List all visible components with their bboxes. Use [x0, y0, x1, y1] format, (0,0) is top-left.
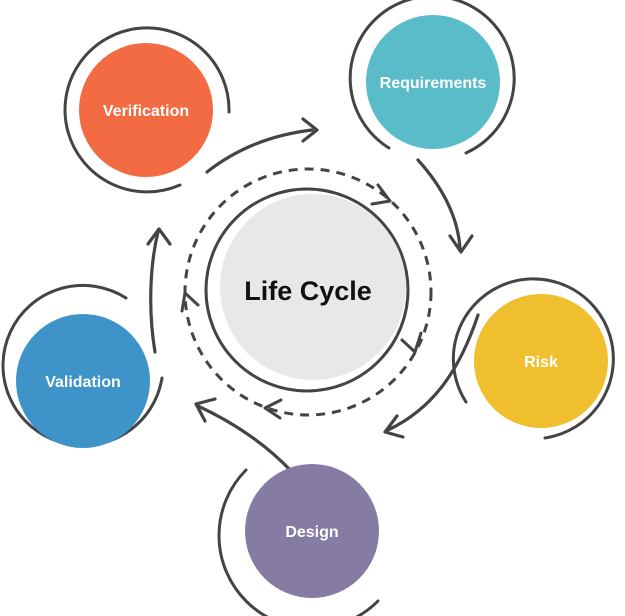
arrow-requirements-to-risk	[416, 158, 462, 250]
dashed-arrowhead-top-right	[370, 183, 392, 206]
requirements-ring	[348, 0, 516, 155]
validation-circle	[16, 314, 150, 448]
node-validation: Validation	[1, 283, 164, 448]
verification-circle	[79, 43, 213, 177]
arrow-validation-to-verification	[149, 230, 160, 354]
verification-ring	[63, 26, 231, 194]
verification-label: Verification	[103, 103, 189, 120]
node-requirements: Requirements	[348, 0, 516, 155]
center-label: Life Cycle	[244, 276, 372, 306]
arrowhead-risk	[448, 234, 474, 254]
center-node: Life Cycle	[204, 187, 410, 393]
design-label: Design	[285, 524, 338, 541]
dashed-arrowhead-bottom	[263, 398, 283, 420]
validation-ring	[1, 283, 164, 447]
arrowhead-requirements	[301, 117, 319, 143]
validation-label: Validation	[45, 374, 121, 391]
arrowhead-verification	[146, 227, 172, 246]
risk-circle	[474, 294, 608, 428]
risk-label: Risk	[524, 354, 558, 371]
node-verification: Verification	[63, 26, 231, 194]
arrow-verification-to-requirements	[205, 128, 314, 174]
flow-arrows	[146, 117, 480, 474]
design-circle	[245, 464, 379, 598]
dashed-arrowhead-bottom-right	[400, 331, 423, 354]
risk-ring	[451, 277, 615, 440]
arrow-design-to-validation	[196, 404, 294, 474]
arrow-risk-to-design	[386, 313, 480, 432]
node-risk: Risk	[451, 277, 615, 440]
requirements-label: Requirements	[380, 75, 487, 92]
dashed-arrowhead-left	[180, 291, 200, 313]
requirements-circle	[366, 15, 500, 149]
node-design: Design	[217, 464, 380, 616]
arrowhead-validation	[194, 397, 217, 423]
design-ring	[217, 468, 380, 616]
arrowhead-design	[383, 414, 405, 439]
center-fill	[220, 194, 406, 380]
center-dashed-cycle	[180, 167, 433, 420]
